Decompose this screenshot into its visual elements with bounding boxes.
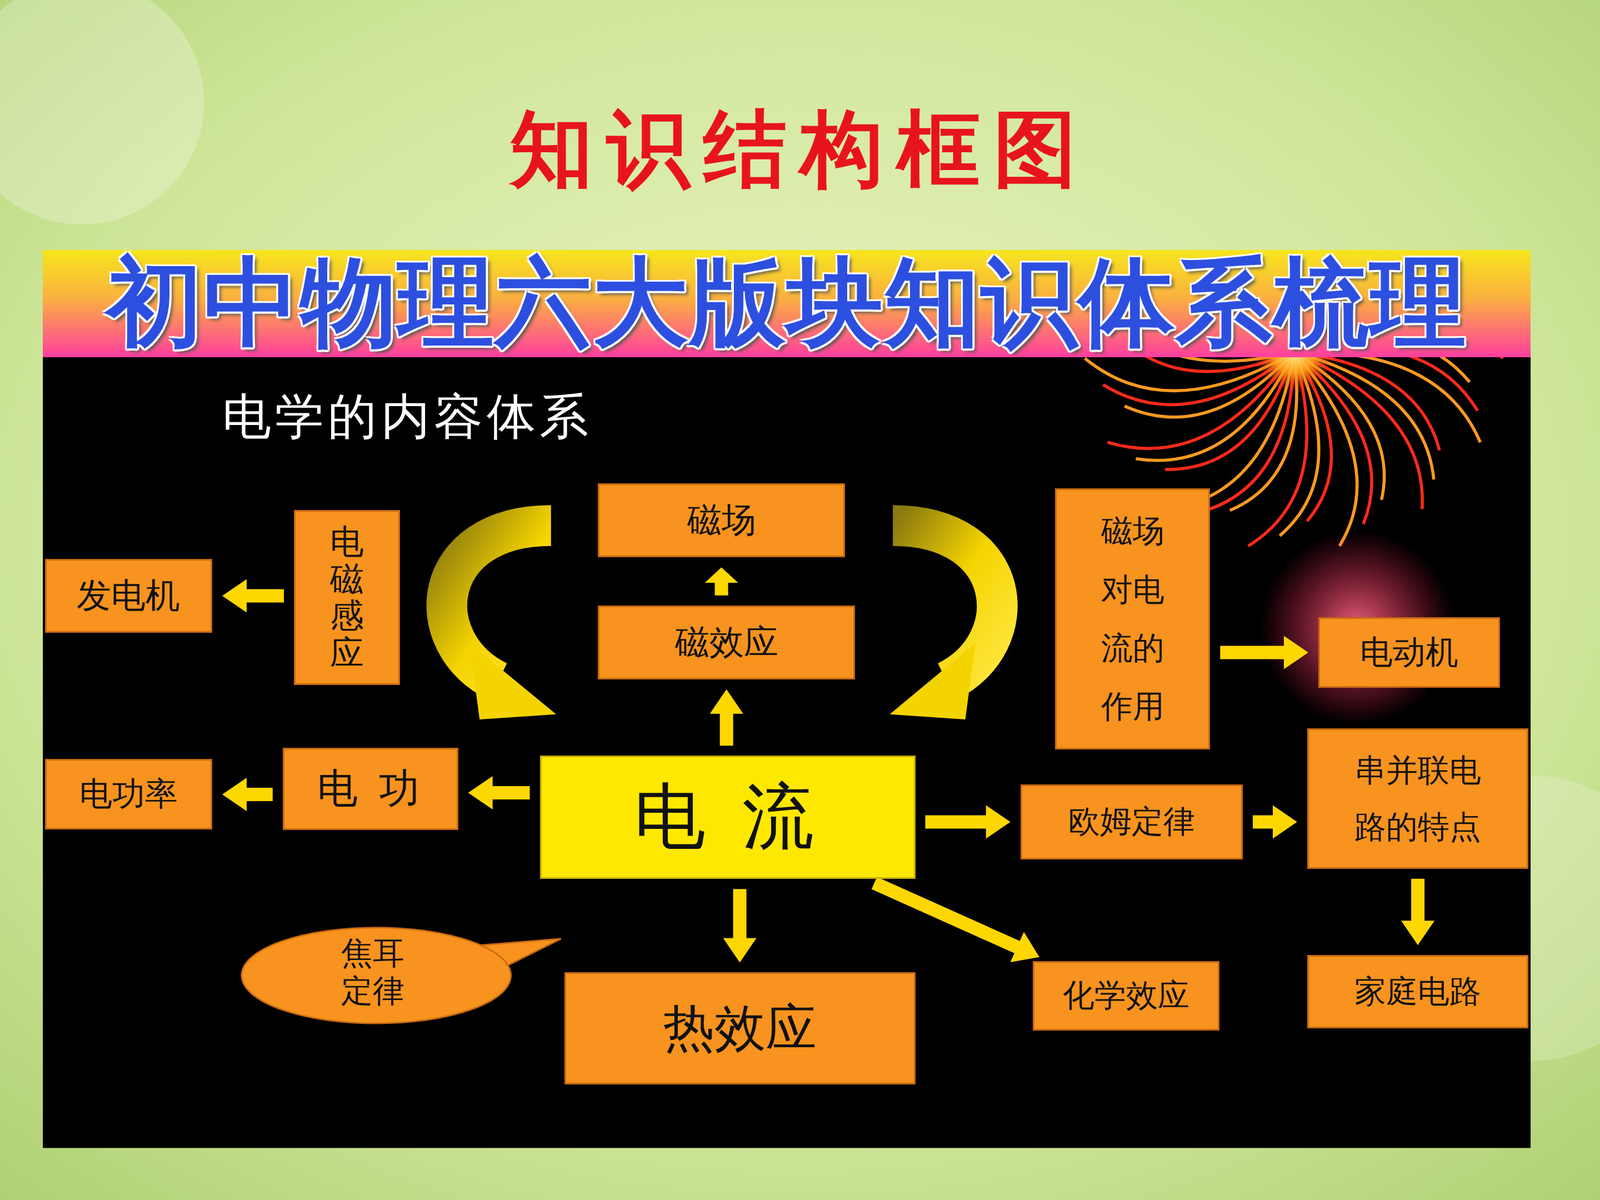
process-box: 欧姆定律 (1020, 784, 1243, 859)
node-label: 磁场对电流的作用 (1099, 501, 1167, 736)
page-title: 知识结构框图 (0, 94, 1600, 207)
process-box: 电动机 (1318, 617, 1500, 688)
block-arrow (1401, 878, 1435, 946)
node-label: 焦耳定律 (340, 933, 407, 1010)
node-label: 电功率 (79, 772, 178, 817)
node-label: 初中物理六大版块知识体系梳理 (106, 238, 1468, 369)
process-box: 化学效应 (1032, 961, 1220, 1031)
node-label: 磁效应 (675, 618, 779, 667)
node-label: 电学的内容体系 (222, 383, 592, 450)
process-box: 家庭电路 (1307, 955, 1529, 1029)
node-label: 电 功 (317, 761, 424, 817)
block-arrow (710, 689, 744, 747)
node-label: 电磁感应 (330, 523, 364, 672)
title-band: 初中物理六大版块知识体系梳理 (42, 250, 1531, 358)
block-arrow (222, 777, 273, 812)
node-label: 家庭电路 (1354, 970, 1482, 1014)
block-arrow (1252, 805, 1298, 839)
central-box: 电 流 (540, 755, 916, 879)
callout-bubble: 焦耳定律 (240, 918, 562, 1026)
block-arrow (1220, 636, 1309, 670)
firework-core (1253, 357, 1335, 393)
node-label: 磁场 (687, 496, 757, 544)
process-box: 串并联电路的特点 (1307, 728, 1529, 869)
process-box: 磁效应 (597, 605, 855, 680)
block-arrow (468, 776, 530, 810)
vertical-box: 电磁感应 (293, 510, 400, 685)
node-label: 串并联电路的特点 (1352, 741, 1484, 856)
process-box: 电 功 (282, 747, 459, 830)
process-box: 发电机 (45, 558, 213, 633)
node-label: 发电机 (76, 572, 180, 620)
process-box: 热效应 (564, 972, 916, 1085)
block-arrow (222, 579, 284, 613)
content-panel: 电学的内容体系磁场电磁感应 发电机磁效应 磁场对电流的作用电动机电功率 电 功 电 流 欧… (42, 357, 1531, 1148)
node-label: 热效应 (663, 994, 817, 1063)
process-box: 磁场对电流的作用 (1055, 488, 1210, 749)
block-arrow (705, 567, 739, 595)
callout-shape (240, 918, 562, 1026)
process-box: 磁场 (597, 483, 845, 558)
node-label: 化学效应 (1062, 974, 1190, 1018)
block-arrow (723, 888, 757, 963)
process-box: 电功率 (45, 758, 213, 830)
node-label: 欧姆定律 (1068, 800, 1195, 844)
block-arrow (925, 805, 1011, 839)
block-arrow (871, 877, 1040, 963)
node-label: 电动机 (1360, 630, 1459, 675)
node-label: 电 流 (633, 768, 822, 866)
